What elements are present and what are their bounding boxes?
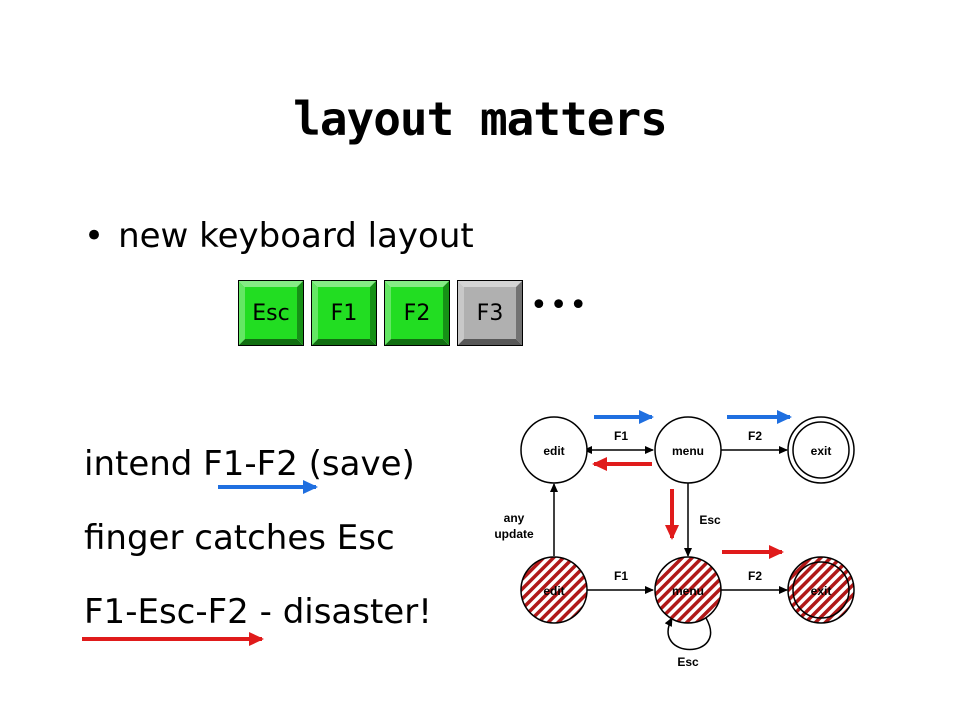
edge-label-top-f2: F2 [748, 429, 762, 443]
key-label: Esc [252, 300, 290, 326]
slide-title: layout matters [293, 92, 668, 146]
edge-label-esc-loop: Esc [677, 655, 699, 669]
state-menu-bottom [654, 556, 722, 624]
edge-label-bottom-f2: F2 [748, 569, 762, 583]
state-edit-top [520, 416, 588, 484]
bullet-marker: • [84, 216, 105, 256]
key-esc: Esc [238, 280, 304, 346]
more-keys-ellipsis: ••• [530, 288, 590, 323]
state-exit-top [787, 416, 855, 484]
bullet-item: • new keyboard layout [84, 216, 474, 256]
state-exit-top-label: exit [811, 444, 832, 458]
key-label: F3 [476, 300, 504, 326]
state-exit-top-inner-ring [792, 421, 850, 479]
state-menu-bottom-label: menu [672, 584, 704, 598]
state-edit-top-label: edit [543, 444, 564, 458]
key-bevel [238, 280, 304, 346]
edge-label-bottom-f1: F1 [614, 569, 628, 583]
key-label: F1 [330, 300, 358, 326]
key-bevel [311, 280, 377, 346]
key-bevel [457, 280, 523, 346]
state-menu-top-label: menu [672, 444, 704, 458]
state-exit-bottom [787, 556, 855, 624]
key-f3: F3 [457, 280, 523, 346]
bullet-text: new keyboard layout [118, 216, 474, 256]
state-exit-bottom-inner-ring [792, 561, 850, 619]
key-f2: F2 [384, 280, 450, 346]
state-edit-bottom [520, 556, 588, 624]
state-exit-bottom-label: exit [811, 584, 832, 598]
edge-label-esc-down: Esc [699, 513, 721, 527]
text-intend: intend F1-F2 (save) [84, 444, 415, 484]
key-f1: F1 [311, 280, 377, 346]
text-disaster: F1-Esc-F2 - disaster! [84, 592, 432, 632]
edge-label-top-f1: F1 [614, 429, 628, 443]
state-edit-bottom-label: edit [543, 584, 564, 598]
state-menu-top [654, 416, 722, 484]
key-bevel [384, 280, 450, 346]
text-finger-catches: finger catches Esc [84, 518, 395, 558]
key-label: F2 [403, 300, 431, 326]
edge-esc-loop [664, 617, 712, 651]
